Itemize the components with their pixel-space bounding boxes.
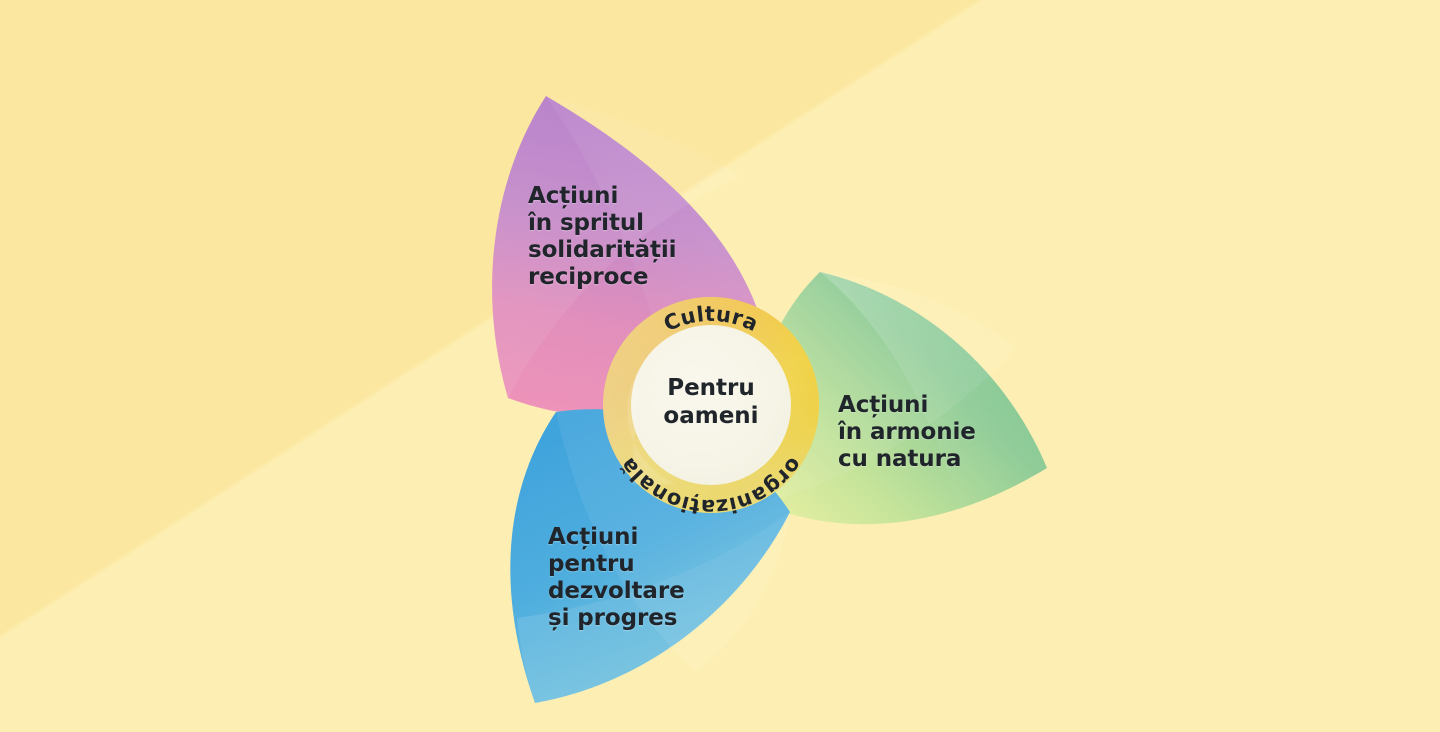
petal-label-purple: Acțiuni în spritul solidarității recipro… [528,183,677,290]
petal-label-green: Acțiuni în armonie cu natura [838,392,976,472]
center-label: Pentru oameni [663,375,759,429]
center-ring[interactable] [603,297,819,513]
petal-green[interactable] [753,272,1047,525]
center-inner-circle [631,325,791,485]
petal-label-blue: Acțiuni pentru dezvoltare și progres [548,524,685,631]
